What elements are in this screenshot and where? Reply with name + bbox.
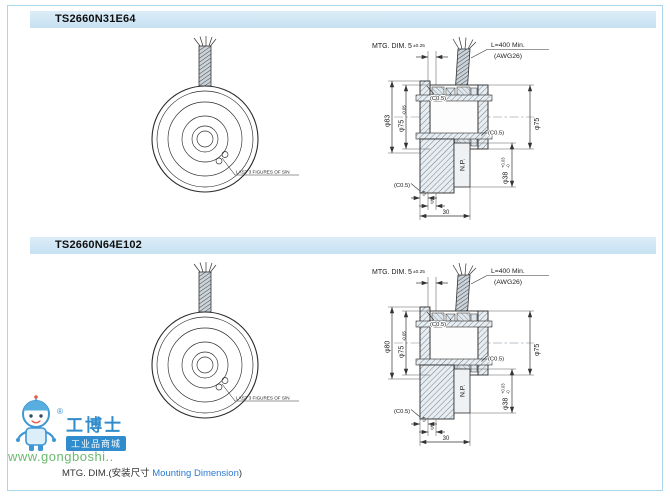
serial-number-label: LAST 3 FIGURES OF S/N bbox=[236, 170, 290, 175]
cable-awg-label: (AWG26) bbox=[494, 53, 522, 60]
mounting-depth-dimension: MTG. DIM. 5 ±0.25 bbox=[372, 43, 448, 85]
mounting-depth-dimension: MTG. DIM. 5 ±0.25 bbox=[372, 269, 448, 311]
model-section-ts2660n31e64: TS2660N31E64 bbox=[0, 11, 670, 237]
shaft-clamp-section bbox=[419, 364, 471, 420]
flange-thickness-dimension: 5 bbox=[422, 418, 426, 424]
mtg-dim-value: 5 bbox=[408, 43, 412, 50]
figure-caption: MTG. DIM.(安装尺寸 Mounting Dimension) bbox=[62, 465, 242, 479]
front-view-drawing: LAST 3 FIGURES OF S/N bbox=[151, 262, 299, 419]
body-circles bbox=[151, 311, 259, 419]
pilot-diameter-label: φ75 bbox=[399, 346, 406, 358]
serial-number-note: LAST 3 FIGURES OF S/N bbox=[221, 383, 299, 402]
cable-length-label: L=400 Min. bbox=[491, 268, 525, 275]
model-header: TS2660N64E102 bbox=[30, 237, 656, 254]
np-label: N.P. bbox=[460, 385, 467, 397]
chamfer-notes: (C0.5) (C0.5) (C0.5) bbox=[393, 85, 505, 191]
front-view-drawing: LAST 3 FIGURES OF S/N bbox=[151, 36, 299, 193]
cable bbox=[452, 262, 477, 314]
model-title: TS2660N64E102 bbox=[55, 239, 142, 251]
width-dimensions bbox=[411, 187, 471, 220]
model-header: TS2660N31E64 bbox=[30, 11, 656, 28]
model-section-ts2660n64e102: TS2660N64E102 bbox=[0, 237, 670, 463]
total-depth-dimension: 30 bbox=[443, 436, 450, 442]
mtg-dim-label: MTG. DIM. bbox=[372, 269, 406, 276]
side-section-drawing: MTG. DIM. 5 ±0.25 L=400 Min. (AWG26) bbox=[372, 262, 549, 446]
outer-diameter-dimension bbox=[388, 306, 420, 380]
pilot-diameter-tolerance: -0.05 bbox=[402, 105, 407, 115]
step-dimension: 5 bbox=[430, 200, 434, 206]
cable bbox=[193, 36, 217, 87]
bore-diameter-label: φ38 bbox=[503, 398, 510, 410]
serial-number-note: LAST 3 FIGURES OF S/N bbox=[221, 157, 299, 176]
caption-suffix: ) bbox=[238, 468, 243, 479]
chamfer-note-right: (C0.5) bbox=[488, 357, 504, 363]
bore-diameter-dimension bbox=[470, 142, 516, 188]
encoder-body-section bbox=[415, 80, 493, 154]
cover-diameter-label: φ75 bbox=[534, 118, 541, 130]
np-label: N.P. bbox=[460, 159, 467, 171]
width-dimensions bbox=[411, 413, 471, 446]
chamfer-note-top: (C0.5) bbox=[430, 322, 446, 328]
bore-diameter-label: φ38 bbox=[503, 172, 510, 184]
model-title: TS2660N31E64 bbox=[55, 13, 136, 25]
mtg-dim-label: MTG. DIM. bbox=[372, 43, 406, 50]
mtg-dim-tolerance: ±0.25 bbox=[413, 43, 425, 49]
chamfer-note-top: (C0.5) bbox=[430, 96, 446, 102]
cable bbox=[452, 36, 477, 88]
bore-tolerance-lower: -0 bbox=[506, 390, 511, 394]
cable-length-note: L=400 Min. (AWG26) bbox=[470, 42, 549, 60]
outer-diameter-label: φ80 bbox=[385, 341, 392, 353]
bore-diameter-dimension bbox=[470, 368, 516, 414]
cover-diameter-label: φ75 bbox=[534, 344, 541, 356]
side-section-drawing: MTG. DIM. 5 ±0.25 L=400 Min. (AWG26) bbox=[372, 36, 549, 220]
pilot-diameter-dimension bbox=[402, 310, 430, 376]
pilot-diameter-tolerance: -0.05 bbox=[402, 331, 407, 341]
outer-diameter-dimension bbox=[388, 80, 420, 154]
mtg-dim-tolerance: ±0.25 bbox=[413, 269, 425, 275]
outer-diameter-label: φ83 bbox=[385, 115, 392, 127]
chamfer-note-bottom: (C0.5) bbox=[394, 183, 410, 189]
bore-tolerance-upper: +0.03 bbox=[501, 157, 506, 168]
shaft-clamp-section bbox=[419, 138, 471, 194]
cable bbox=[193, 262, 217, 313]
cable-length-label: L=400 Min. bbox=[491, 42, 525, 49]
chamfer-notes: (C0.5) (C0.5) (C0.5) bbox=[393, 311, 505, 417]
pilot-diameter-label: φ75 bbox=[399, 120, 406, 132]
caption-prefix: MTG. DIM.(安装尺寸 bbox=[62, 468, 153, 479]
total-depth-dimension: 30 bbox=[443, 210, 450, 216]
flange-thickness-dimension: 5 bbox=[422, 192, 426, 198]
body-circles bbox=[151, 85, 259, 193]
serial-number-label: LAST 3 FIGURES OF S/N bbox=[236, 396, 290, 401]
cable-awg-label: (AWG26) bbox=[494, 279, 522, 286]
pilot-diameter-dimension bbox=[402, 84, 430, 150]
mtg-dim-value: 5 bbox=[408, 269, 412, 276]
caption-highlight: Mounting Dimension bbox=[152, 468, 239, 479]
step-dimension: 5 bbox=[430, 426, 434, 432]
chamfer-note-bottom: (C0.5) bbox=[394, 409, 410, 415]
bore-tolerance-lower: -0 bbox=[506, 164, 511, 168]
cable-length-note: L=400 Min. (AWG26) bbox=[470, 268, 549, 286]
bore-tolerance-upper: +0.03 bbox=[501, 383, 506, 394]
chamfer-note-right: (C0.5) bbox=[488, 131, 504, 137]
